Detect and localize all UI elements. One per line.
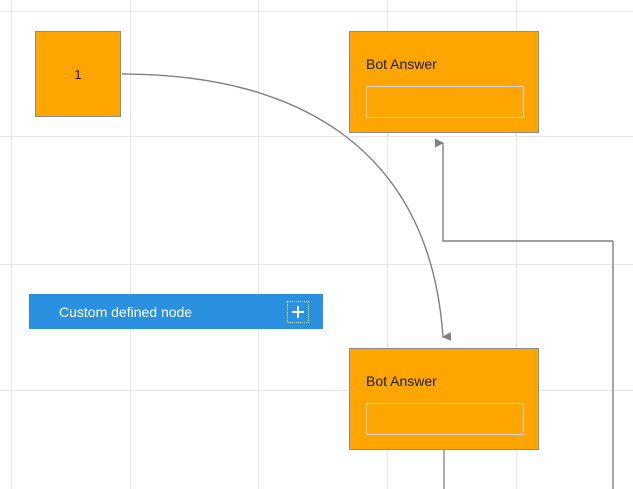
grid-line-vertical [11,0,12,489]
node-bot-answer-top-field[interactable] [366,86,524,118]
custom-defined-node-bar[interactable]: Custom defined node [29,294,323,329]
node-bot-answer-top[interactable]: Bot Answer [349,31,539,133]
node-bot-answer-bottom-title: Bot Answer [366,373,437,389]
node-bot-answer-bottom[interactable]: Bot Answer [349,348,539,450]
node-bot-answer-top-title: Bot Answer [366,56,437,72]
node-square-1[interactable]: 1 [35,31,121,117]
custom-defined-node-label: Custom defined node [59,303,193,320]
grid-line-vertical [130,0,131,489]
grid-line-vertical [258,0,259,489]
node-square-1-label: 1 [74,66,82,82]
plus-icon[interactable] [287,300,309,323]
node-bot-answer-bottom-field[interactable] [366,403,524,435]
grid-line-horizontal [0,264,633,265]
grid-line-horizontal [0,11,633,12]
grid-line-horizontal [0,136,633,137]
connector-elbow-to-bot-answer-top[interactable] [435,138,613,242]
